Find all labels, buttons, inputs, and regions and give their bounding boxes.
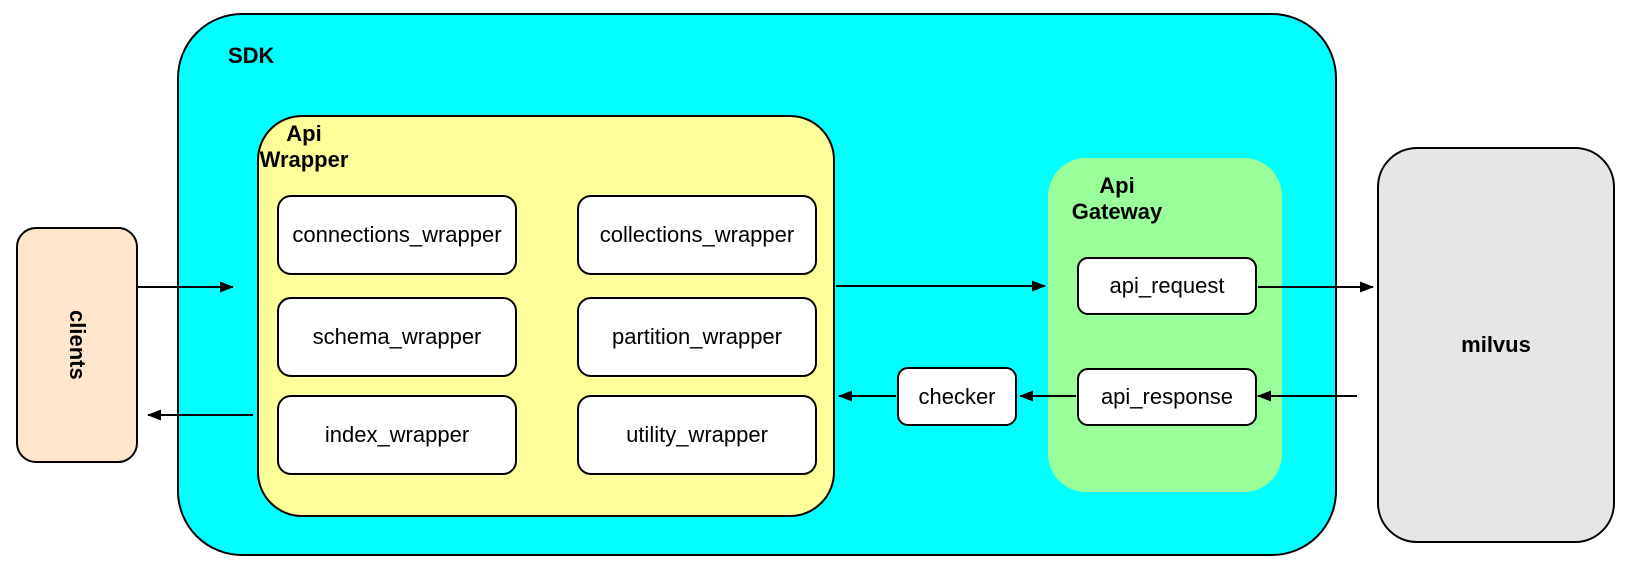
sdk-label: SDK	[228, 43, 275, 68]
node-schema-wrapper: schema_wrapper	[277, 297, 517, 377]
node-partition-wrapper: partition_wrapper	[577, 297, 817, 377]
api-wrapper-label: Api Wrapper	[259, 121, 349, 172]
node-index-wrapper: index_wrapper	[277, 395, 517, 475]
node-api-response: api_response	[1077, 368, 1257, 426]
api-gateway-container: Api Gateway api_request api_response	[1048, 158, 1282, 492]
api-wrapper-container: Api Wrapper connections_wrapper collecti…	[257, 115, 835, 517]
sdk-container: SDK Api Wrapper connections_wrapper coll…	[177, 13, 1337, 556]
node-api-request: api_request	[1077, 257, 1257, 315]
api-gateway-label: Api Gateway	[1071, 173, 1163, 224]
clients-box: clients	[16, 227, 138, 463]
node-collections-wrapper: collections_wrapper	[577, 195, 817, 275]
node-checker: checker	[897, 367, 1017, 426]
node-utility-wrapper: utility_wrapper	[577, 395, 817, 475]
node-connections-wrapper: connections_wrapper	[277, 195, 517, 275]
clients-label: clients	[65, 310, 90, 380]
milvus-box: milvus	[1377, 147, 1615, 543]
